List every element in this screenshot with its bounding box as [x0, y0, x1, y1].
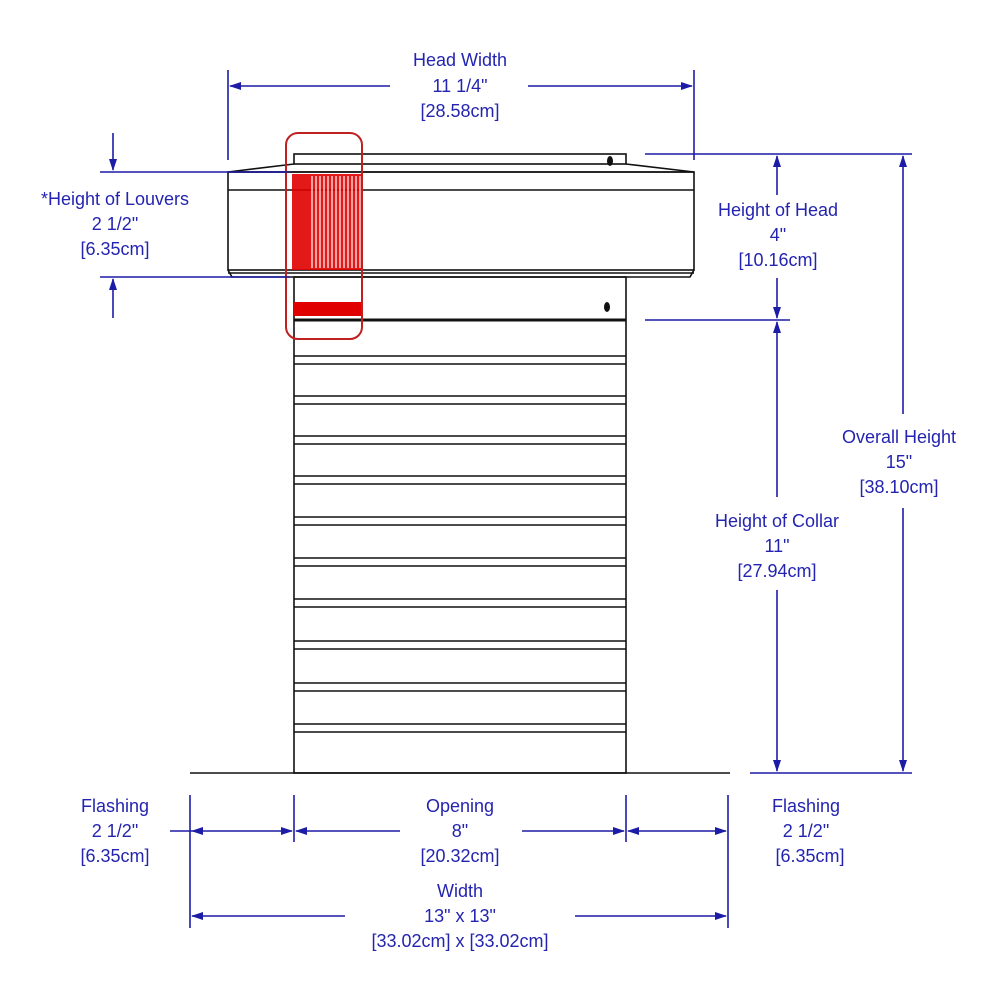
flashing-left-metric: [6.35cm]	[80, 846, 149, 866]
collar-height-title: Height of Collar	[715, 511, 839, 531]
overall-height-title: Overall Height	[842, 427, 956, 447]
head-height-imperial: 4"	[770, 225, 786, 245]
width-metric: [33.02cm] x [33.02cm]	[371, 931, 548, 951]
flashing-left-imperial: 2 1/2"	[92, 821, 138, 841]
collar-height-dimension: Height of Collar 11" [27.94cm]	[715, 321, 839, 772]
opening-title: Opening	[426, 796, 494, 816]
head-height-title: Height of Head	[718, 200, 838, 220]
width-title: Width	[437, 881, 483, 901]
opening-metric: [20.32cm]	[420, 846, 499, 866]
overall-height-dimension: Overall Height 15" [38.10cm]	[750, 155, 956, 774]
louver-imperial: 2 1/2"	[92, 214, 138, 234]
flashing-right-title: Flashing	[772, 796, 840, 816]
head-width-dimension: Head Width 11 1/4" [28.58cm]	[227, 50, 695, 160]
louver-title: *Height of Louvers	[41, 189, 189, 209]
vent-collar	[293, 276, 627, 774]
flashing-right-metric: [6.35cm]	[775, 846, 844, 866]
flashing-left-title: Flashing	[81, 796, 149, 816]
head-height-dimension: Height of Head 4" [10.16cm]	[645, 153, 912, 321]
collar-height-metric: [27.94cm]	[737, 561, 816, 581]
overall-height-metric: [38.10cm]	[859, 477, 938, 497]
flashing-right-imperial: 2 1/2"	[783, 821, 829, 841]
overall-height-imperial: 15"	[886, 452, 912, 472]
louver-highlight	[285, 132, 363, 340]
louver-height-dimension: *Height of Louvers 2 1/2" [6.35cm]	[41, 133, 290, 318]
opening-imperial: 8"	[452, 821, 468, 841]
width-imperial: 13" x 13"	[424, 906, 496, 926]
head-width-metric: [28.58cm]	[420, 101, 499, 121]
head-width-title: Head Width	[413, 50, 507, 70]
head-width-imperial: 11 1/4"	[432, 76, 487, 96]
head-height-metric: [10.16cm]	[738, 250, 817, 270]
bottom-dimensions: Flashing 2 1/2" [6.35cm] Opening 8" [20.…	[80, 795, 845, 951]
louver-metric: [6.35cm]	[80, 239, 149, 259]
collar-height-imperial: 11"	[764, 536, 789, 556]
